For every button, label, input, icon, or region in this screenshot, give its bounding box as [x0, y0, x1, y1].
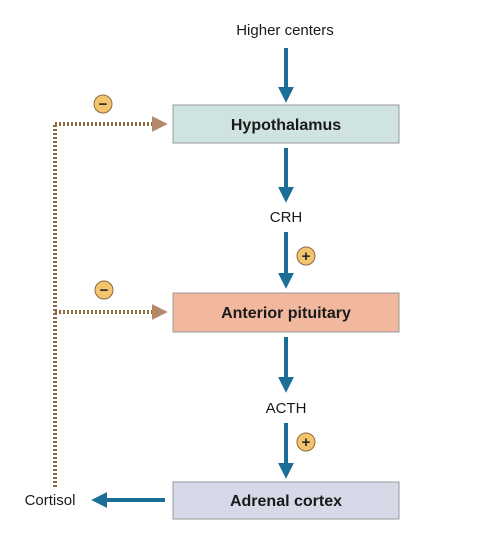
acth-positive-badge: +: [296, 432, 316, 452]
anterior-pituitary-label: Anterior pituitary: [221, 305, 351, 322]
hypothalamus-negative-sign: −: [99, 96, 108, 113]
crh-positive-badge: +: [296, 246, 316, 266]
crh-positive-sign: +: [302, 248, 311, 265]
adrenal-cortex-box: [172, 481, 400, 520]
anterior-pituitary-box: [172, 292, 400, 333]
higher-centers-label: Higher centers: [236, 22, 334, 39]
hypothalamus-box: [172, 104, 400, 144]
negative-feedback-path: [53, 116, 168, 487]
crh-label: CRH: [270, 209, 303, 226]
hypothalamus-node: Hypothalamus: [172, 104, 400, 144]
cortisol-label: Cortisol: [25, 492, 76, 509]
pituitary-negative-sign: −: [100, 282, 109, 299]
hypothalamus-label: Hypothalamus: [231, 117, 341, 134]
anterior-pituitary-node: Anterior pituitary: [172, 292, 400, 333]
adrenal-cortex-node: Adrenal cortex: [172, 481, 400, 520]
hypothalamus-negative-badge: −: [93, 94, 113, 114]
acth-label: ACTH: [266, 400, 307, 417]
pituitary-negative-badge: −: [94, 280, 114, 300]
acth-positive-sign: +: [302, 434, 311, 451]
adrenal-cortex-label: Adrenal cortex: [230, 493, 342, 510]
